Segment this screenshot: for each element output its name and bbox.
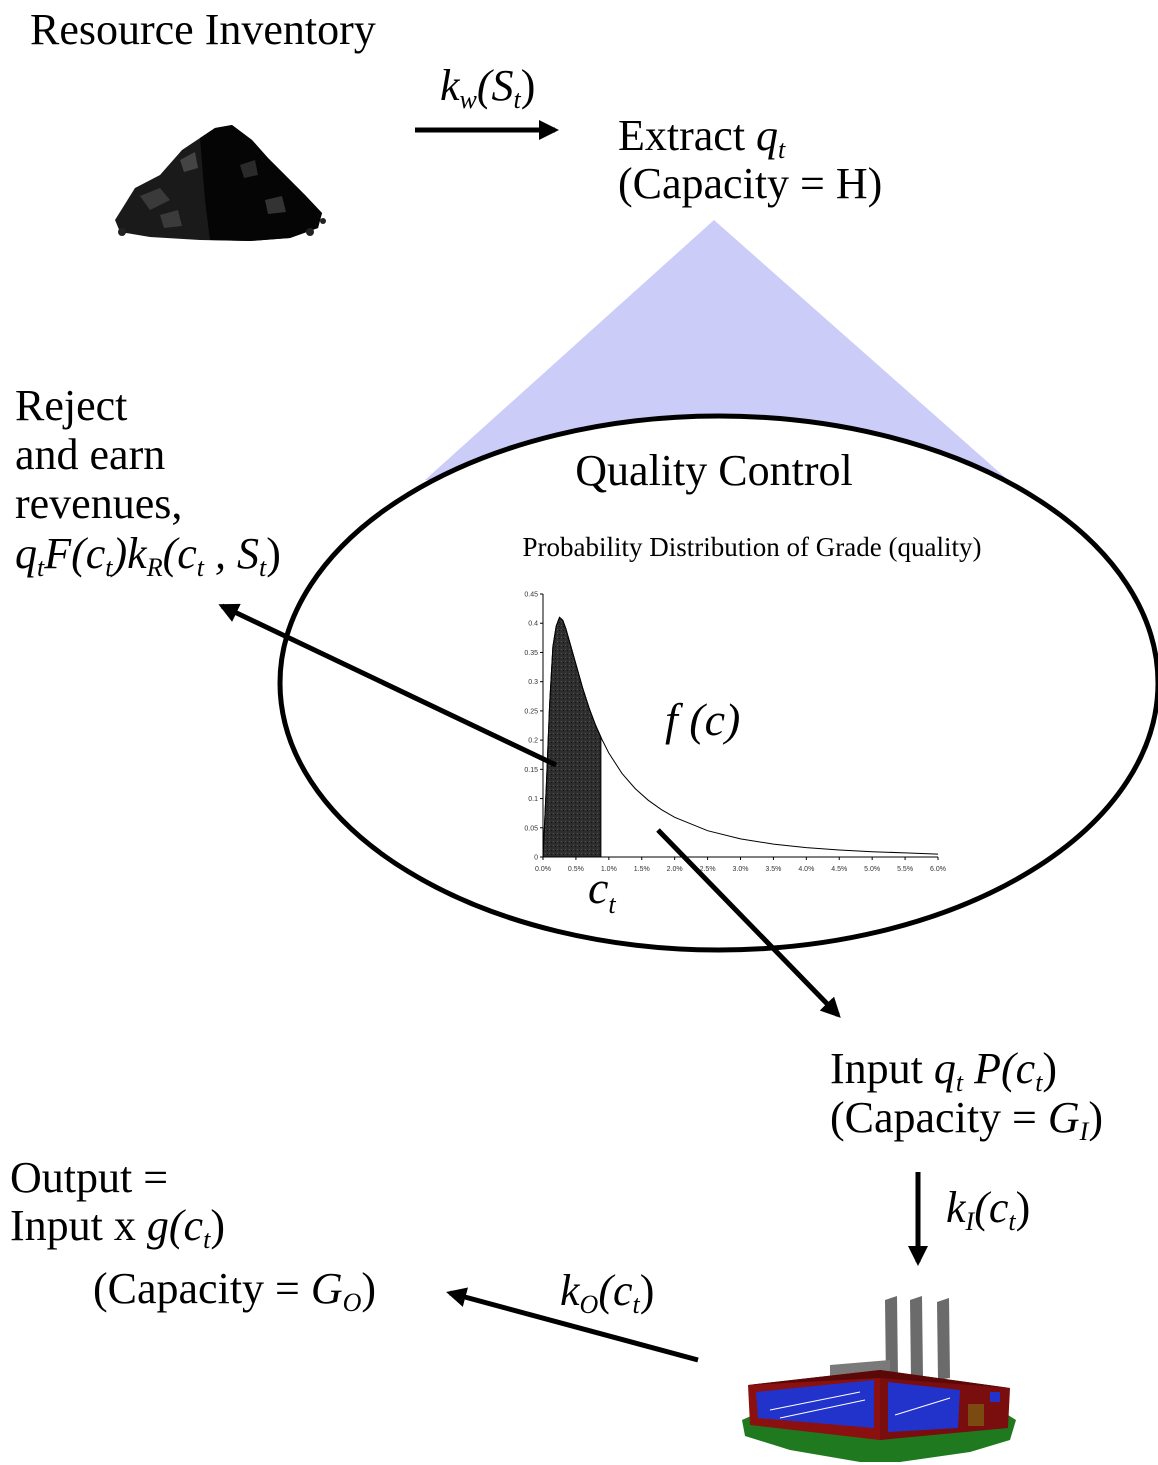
factory-icon bbox=[742, 1296, 1016, 1462]
y-tick-label: 0.45 bbox=[524, 592, 538, 599]
arrow-output bbox=[446, 1287, 699, 1363]
kO-label: kO(ct) bbox=[560, 1266, 654, 1319]
arrow-reject bbox=[218, 603, 558, 768]
kw-label: kw(St) bbox=[440, 61, 535, 114]
x-tick-label: 3.0% bbox=[733, 866, 749, 873]
x-tick-label: 4.5% bbox=[831, 866, 847, 873]
x-tick-label: 1.5% bbox=[634, 866, 650, 873]
extraction-cone bbox=[425, 220, 1008, 480]
extract-capacity: (Capacity = H) bbox=[618, 159, 882, 208]
y-tick-label: 0.3 bbox=[528, 679, 538, 686]
input-line1: Input qt P(ct) bbox=[830, 1044, 1057, 1097]
y-tick-label: 0.1 bbox=[528, 796, 538, 803]
grade-distribution-chart: 0.0% 0.5% 1.0% 1.5% 2.0% 2.5% 3.0% 3.5% 4.0% 4.5%… bbox=[524, 592, 946, 874]
y-tick-label: 0.15 bbox=[524, 767, 538, 774]
output-capacity: (Capacity = GO) bbox=[93, 1264, 376, 1317]
x-tick-label: 4.0% bbox=[798, 866, 814, 873]
x-tick-label: 5.0% bbox=[864, 866, 880, 873]
reject-formula: qtF(ct)kR(ct , St) bbox=[15, 529, 281, 582]
reject-block: Reject and earn revenues, qtF(ct)kR(ct ,… bbox=[15, 381, 281, 582]
svg-text:revenues,: revenues, bbox=[15, 479, 182, 528]
y-tick-label: 0.25 bbox=[524, 708, 538, 715]
x-tick-label: 0.0% bbox=[535, 866, 551, 873]
ct-label: ct bbox=[588, 862, 616, 919]
y-tick-label: 0.4 bbox=[528, 621, 538, 628]
output-line1: Output = bbox=[10, 1153, 168, 1202]
resource-inventory-title: Resource Inventory bbox=[30, 5, 376, 54]
x-tick-label: 0.5% bbox=[568, 866, 584, 873]
svg-text:and earn: and earn bbox=[15, 430, 165, 479]
x-tick-label: 5.5% bbox=[897, 866, 913, 873]
input-capacity: (Capacity = GI) bbox=[830, 1093, 1103, 1146]
svg-text:Reject: Reject bbox=[15, 381, 127, 430]
x-tick-label: 2.5% bbox=[700, 866, 716, 873]
fc-label: f (c) bbox=[665, 694, 740, 745]
x-tick-label: 2.0% bbox=[667, 866, 683, 873]
quality-control-title: Quality Control bbox=[575, 446, 852, 495]
y-tick-label: 0.05 bbox=[524, 825, 538, 832]
arrow-accept bbox=[656, 828, 841, 1018]
kI-label: kI(ct) bbox=[946, 1183, 1030, 1236]
quality-control-ellipse bbox=[277, 413, 1158, 953]
y-tick-label: 0 bbox=[534, 855, 538, 862]
output-line2: Input x g(ct) bbox=[10, 1201, 225, 1254]
distribution-curve bbox=[542, 616, 939, 858]
y-tick-label: 0.2 bbox=[528, 738, 538, 745]
x-tick-label: 1.0% bbox=[601, 866, 617, 873]
extract-line1: Extract qt bbox=[618, 111, 786, 164]
distribution-subtitle: Probability Distribution of Grade (quali… bbox=[523, 532, 982, 562]
coal-pile-icon bbox=[115, 125, 326, 241]
x-tick-label: 3.5% bbox=[765, 866, 781, 873]
y-tick-label: 0.35 bbox=[524, 650, 538, 657]
x-tick-label: 6.0% bbox=[930, 866, 946, 873]
